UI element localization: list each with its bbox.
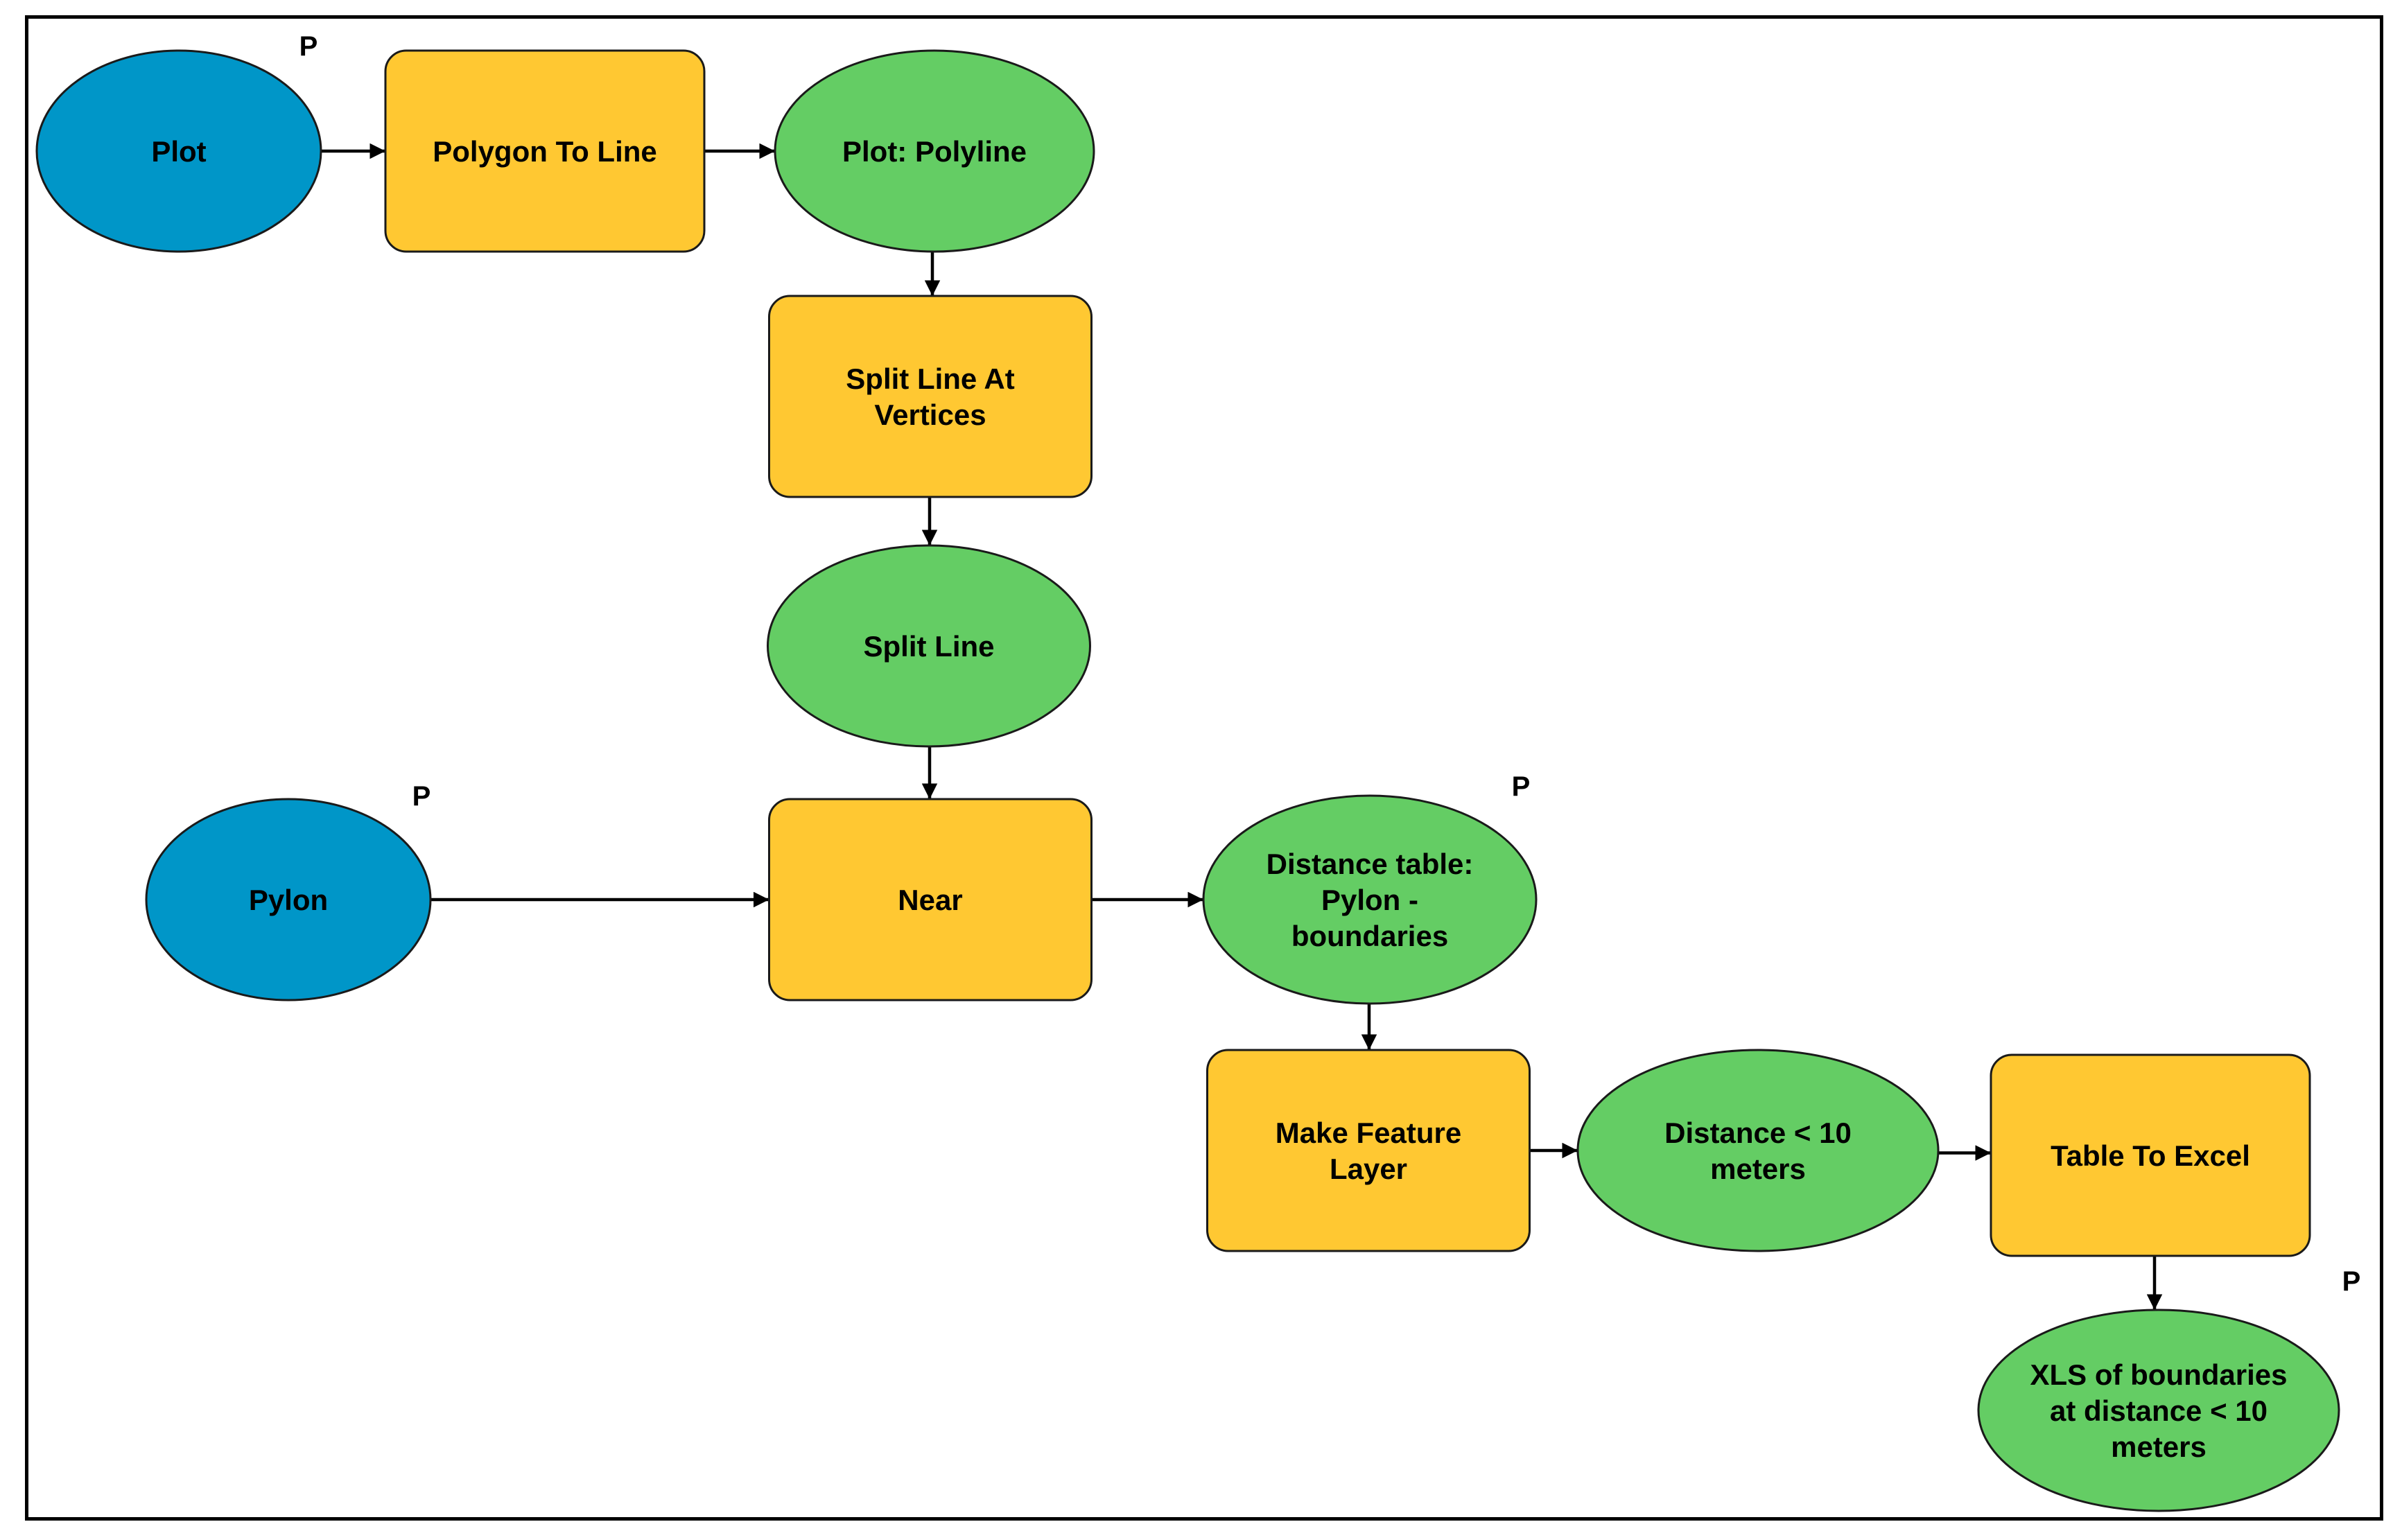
node-plot[interactable]: Plot P xyxy=(35,31,322,253)
node-near[interactable]: Near xyxy=(768,798,1093,1001)
edges-layer xyxy=(321,143,2163,1311)
node-plot-shape[interactable] xyxy=(35,49,322,253)
node-xls-output-label-line: meters xyxy=(2111,1430,2207,1463)
node-table-to-excel-label-line: Table To Excel xyxy=(2051,1139,2250,1172)
node-xls-output-shape[interactable] xyxy=(1977,1309,2340,1512)
parameter-marker-xls-output: P xyxy=(2342,1266,2361,1297)
node-split-line-at-vertices[interactable]: Split Line At Vertices xyxy=(768,295,1093,498)
node-split-line-label-line: Split Line xyxy=(864,630,995,663)
node-make-feature-layer-label-line: Layer xyxy=(1330,1153,1407,1185)
parameter-marker-plot: P xyxy=(299,31,318,62)
node-distance-lt-10-shape[interactable] xyxy=(1576,1049,1940,1252)
node-xls-output-label-line: XLS of boundaries xyxy=(2030,1358,2287,1391)
node-plot-polyline[interactable]: Plot: Polyline xyxy=(774,49,1095,253)
node-polygon-to-line-shape[interactable] xyxy=(384,49,706,253)
node-plot-polyline-shape[interactable] xyxy=(774,49,1095,253)
node-near-shape[interactable] xyxy=(768,798,1093,1001)
node-distance-lt-10-label-line: meters xyxy=(1710,1153,1806,1185)
node-pylon[interactable]: Pylon P xyxy=(145,781,432,1001)
node-split-line-at-vertices-shape[interactable] xyxy=(768,295,1093,498)
node-polygon-to-line-label-line: Polygon To Line xyxy=(433,135,657,168)
node-make-feature-layer-label-line: Make Feature xyxy=(1276,1117,1461,1149)
node-distance-table[interactable]: Distance table: Pylon - boundaries P xyxy=(1202,771,1538,1005)
node-distance-table-label-line: Pylon - xyxy=(1321,884,1418,916)
node-distance-table-label-line: Distance table: xyxy=(1267,848,1474,880)
node-distance-lt-10-label-line: Distance < 10 xyxy=(1664,1117,1852,1149)
node-split-line-at-vertices-label-line: Split Line At xyxy=(846,362,1014,395)
node-plot-label-line: Plot xyxy=(151,135,206,168)
node-near-label-line: Near xyxy=(898,884,962,916)
diagram-frame xyxy=(25,15,2383,1521)
node-plot-polyline-label-line: Plot: Polyline xyxy=(842,135,1027,168)
node-distance-lt-10[interactable]: Distance < 10 meters xyxy=(1576,1049,1940,1252)
node-xls-output-label-line: at distance < 10 xyxy=(2050,1394,2268,1427)
node-pylon-label-line: Pylon xyxy=(249,884,328,916)
node-table-to-excel[interactable]: Table To Excel xyxy=(1990,1053,2311,1257)
node-distance-table-shape[interactable] xyxy=(1202,794,1538,1005)
node-split-line-at-vertices-label-line: Vertices xyxy=(874,399,986,431)
parameter-marker-pylon: P xyxy=(412,781,431,812)
node-distance-table-label-line: boundaries xyxy=(1291,920,1448,952)
parameter-marker-distance-table: P xyxy=(1512,771,1531,802)
node-polygon-to-line[interactable]: Polygon To Line xyxy=(384,49,706,253)
node-pylon-shape[interactable] xyxy=(145,798,432,1001)
node-table-to-excel-shape[interactable] xyxy=(1990,1053,2311,1257)
node-make-feature-layer-shape[interactable] xyxy=(1206,1049,1531,1252)
node-split-line-shape[interactable] xyxy=(767,544,1091,748)
node-split-line[interactable]: Split Line xyxy=(767,544,1091,748)
